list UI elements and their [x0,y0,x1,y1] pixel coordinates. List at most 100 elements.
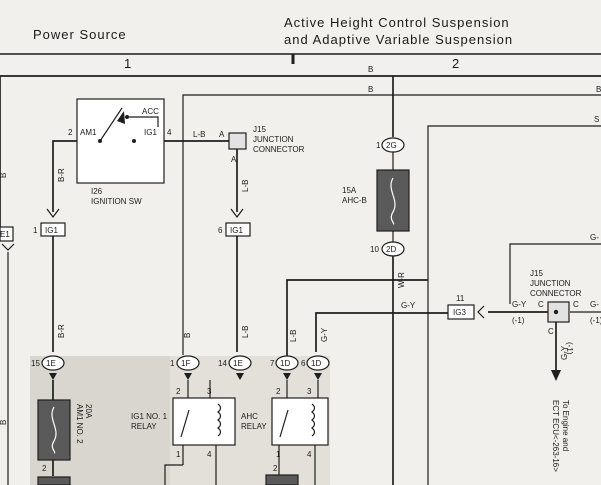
ahc-relay-line2: RELAY [241,422,267,431]
wire-label-lb-2: L-B [241,180,250,192]
wire-label-gy-1: G-Y [401,301,416,310]
wire-label-g-2: G- [590,300,599,309]
ig-sw-lever-tip [117,111,125,124]
j15-top-line2: CONNECTOR [253,145,305,154]
ig1-relay-pin-2: 2 [176,387,181,396]
wire-label-neg1-a: (-1) [512,316,525,325]
connector-2g-pin: 1 [376,141,381,150]
connector-1e-a-label: 1E [46,359,56,368]
j15-top-pin-top: A [219,130,225,139]
ig-sw-term-acc: ACC [142,107,159,116]
ig1-mid-chevron [230,208,244,218]
connector-ig1-mid-pin: 6 [218,226,223,235]
connector-1d-a-label: 1D [280,359,290,368]
wire-label-neg1-c: (-1) [565,342,574,355]
ig1-relay-contact [180,409,190,438]
connector-1e-b [228,355,252,371]
fuse-ahc-b [376,169,410,232]
connector-1e-a [41,355,65,371]
ahc-relay-contact [279,409,289,438]
ig-sw-contact-acc [125,115,129,119]
connector-arrows [49,373,322,380]
wire-br-am1 [52,140,77,212]
connector-2d-label: 2D [386,245,396,254]
fuse-am1-lower [37,476,71,485]
connector-2d-pin: 10 [370,245,379,254]
ig-sw-pin-am1: 2 [68,128,73,137]
connector-row: 1E 15 1F 1 1E 14 1D 7 1D 6 [31,355,330,371]
fuse-ahc-b-name: AHC-B [342,196,367,205]
j15-right-pin-right: C [573,300,579,309]
ahc-relay-line1: AHC [241,412,258,421]
connector-1f-label: 1F [181,359,190,368]
connector-1e-b-label: 1E [233,359,243,368]
ig-sw-term-ig1: IG1 [144,128,157,137]
wire-label-b-3: B [596,85,601,94]
ig-sw-desc: IGNITION SW [91,197,142,206]
connector-ig3-pin: 11 [456,294,465,303]
fuse-am1-name: AM1 NO. 2 [75,404,84,444]
connector-2g-label: 2G [386,141,397,150]
ecu-arrow [551,370,561,381]
wire-label-neg1-b: (-1) [590,316,601,325]
power-source-title: Power Source [33,27,127,42]
ig-sw-contact-ig1 [132,139,136,143]
wire-label-s: S [594,115,599,124]
ecu-note-line2: ECT ECU<-263-16> [551,400,560,472]
wire-ig1-relay-out2 [164,464,183,485]
wire-s [427,125,601,485]
ig-sw-pin-ig1: 4 [167,128,172,137]
ahc-relay-coil [311,403,316,437]
j15-top-name: J15 [253,125,266,134]
ig3-chevron [477,305,485,319]
wire-label-lb-4: L-B [289,330,298,342]
ig1-left-chevron [46,208,60,218]
ahc-lower-fuse [265,474,299,485]
ig1-relay-coil [217,403,222,437]
connector-ig1-mid [225,222,251,237]
fuse-ahc-b-element [390,177,396,225]
j15-right-node [553,309,559,315]
wire-label-gy-3: G-Y [560,345,569,360]
section-number-1: 1 [124,56,131,71]
connector-ig1-mid-label: IG1 [230,226,243,235]
fuse-am1-amp: 20A [84,404,93,419]
connector-1e-a-pin: 15 [31,359,40,368]
j15-top-pin-bottom: A [231,155,237,164]
connector-1d-b-pin: 6 [301,359,306,368]
wire-label-b-6: B [0,420,8,425]
wire-label-b-2: B [368,85,373,94]
j15-right-connector [547,301,570,323]
wire-label-b-1: B [368,65,373,74]
fuse-ahc-b-amp: 15A [342,186,357,195]
j15-right-pin-bottom: C [548,327,554,336]
wire-label-g-1: G- [590,233,599,242]
connector-1d-b-label: 1D [311,359,321,368]
wire-label-b-5: B [183,333,192,338]
ig-sw-name: I26 [91,187,103,196]
j15-right-pin-left: C [538,300,544,309]
ig-sw-lever [99,107,123,142]
ig1-relay-box [172,397,236,446]
suspension-title-line1: Active Height Control Suspension [284,15,510,30]
connector-1e-b-pin: 14 [218,359,227,368]
wire-b-second [182,94,601,355]
j15-right-line1: JUNCTION [530,279,571,288]
wire-g-right [509,243,601,304]
ig-sw-term-am1: AM1 [80,128,97,137]
connector-1d-a-pin: 7 [270,359,275,368]
wire-label-gy-4: G-Y [320,327,329,342]
wire-lb-1d [286,279,428,356]
ig1-relay-pin-3: 3 [207,387,212,396]
ahc-relay-pin-3: 3 [307,387,312,396]
j15-top-connector [228,132,247,150]
wire-label-lb-3: L-B [241,326,250,338]
ig1-relay-line2: RELAY [131,422,157,431]
j15-right-name: J15 [530,269,543,278]
ecu-note-line1: To Engine and [561,400,570,451]
fuse-am1-element [51,406,57,454]
e1-chevron [1,243,15,251]
ig-sw-contact-am1 [98,139,102,143]
ignition-switch-box [76,98,165,184]
